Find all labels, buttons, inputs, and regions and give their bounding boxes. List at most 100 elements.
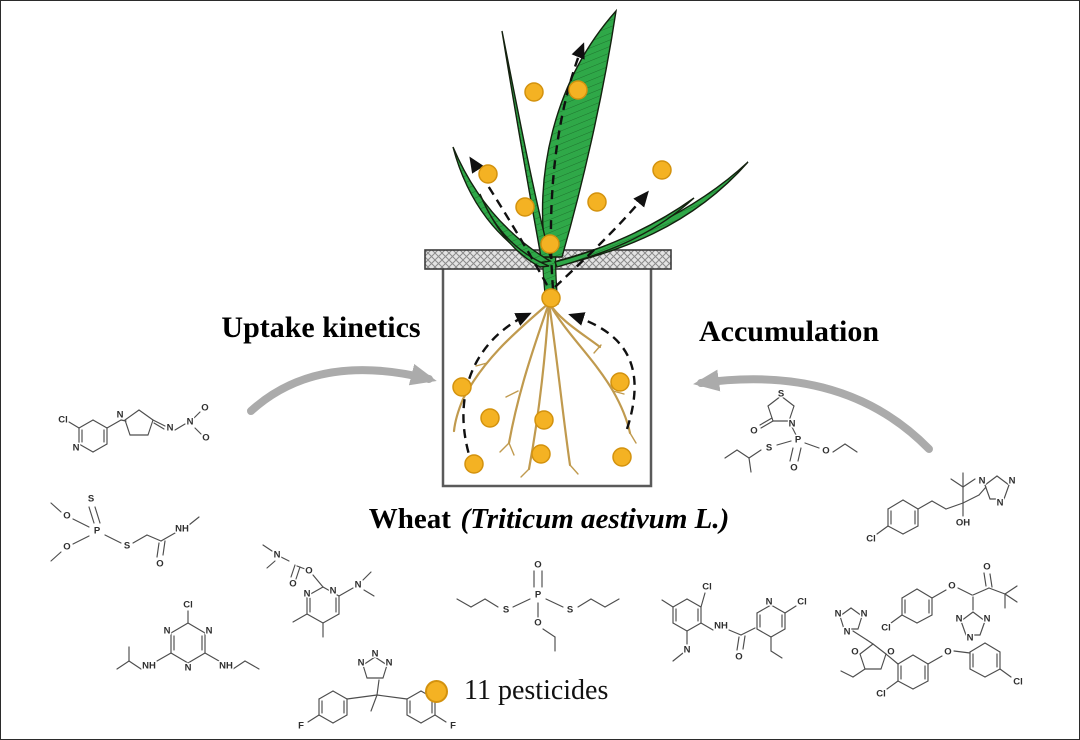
svg-text:Cl: Cl (876, 689, 886, 700)
svg-text:O: O (201, 403, 208, 414)
svg-text:O: O (822, 446, 829, 457)
svg-text:N: N (789, 419, 796, 430)
svg-text:O: O (750, 426, 757, 437)
svg-text:Cl: Cl (183, 600, 193, 611)
svg-text:O: O (948, 581, 955, 592)
svg-text:NH: NH (219, 661, 233, 672)
svg-text:S: S (124, 541, 130, 552)
svg-text:N: N (861, 609, 868, 620)
svg-text:N: N (167, 423, 174, 434)
svg-text:O: O (202, 433, 209, 444)
svg-text:NH: NH (714, 621, 728, 632)
svg-text:N: N (967, 633, 974, 644)
svg-text:O: O (534, 560, 541, 571)
svg-text:N: N (187, 417, 194, 428)
svg-text:O: O (735, 652, 742, 663)
svg-text:N: N (73, 443, 80, 454)
svg-text:N: N (1009, 476, 1016, 487)
svg-text:P: P (795, 435, 802, 446)
pesticide-structure-dimethoate: S O O P S O NH (50, 492, 200, 571)
svg-text:N: N (979, 476, 986, 487)
svg-text:P: P (535, 590, 542, 601)
pesticide-dot (464, 454, 484, 474)
pesticide-dot-icon (425, 679, 448, 703)
svg-text:O: O (156, 559, 163, 570)
svg-text:NH: NH (142, 661, 156, 672)
svg-text:O: O (851, 647, 858, 658)
svg-text:O: O (63, 511, 70, 522)
svg-text:N: N (984, 614, 991, 625)
pesticide-dot (531, 444, 551, 464)
pesticide-dot (524, 82, 544, 102)
svg-text:N: N (304, 589, 311, 600)
svg-text:NH: NH (175, 524, 189, 535)
svg-text:Cl: Cl (866, 534, 876, 545)
pesticide-structure-atrazine: ClN N N NH NH (116, 598, 260, 675)
pesticide-dot (652, 160, 672, 180)
svg-text:N: N (274, 550, 281, 561)
svg-text:P: P (94, 526, 101, 537)
svg-text:N: N (386, 658, 393, 669)
svg-text:O: O (983, 562, 990, 573)
legend: 11 pesticides (425, 675, 608, 707)
svg-text:N: N (358, 658, 365, 669)
svg-text:S: S (567, 605, 573, 616)
svg-text:N: N (372, 649, 379, 660)
svg-text:N: N (766, 597, 773, 608)
svg-text:Cl: Cl (58, 415, 68, 426)
svg-text:N: N (185, 663, 192, 674)
svg-text:N: N (355, 580, 362, 591)
pesticide-dot (478, 164, 498, 184)
svg-text:O: O (534, 618, 541, 629)
svg-text:N: N (206, 626, 213, 637)
svg-text:O: O (305, 566, 312, 577)
uptake-arrow (247, 363, 437, 415)
svg-text:N: N (117, 410, 124, 421)
pesticide-dot (534, 410, 554, 430)
svg-text:S: S (88, 494, 94, 505)
svg-text:N: N (835, 609, 842, 620)
pesticide-dot (540, 234, 560, 254)
wheat-title: Wheat (Triticum aestivum L.) (271, 503, 827, 536)
svg-text:N: N (997, 498, 1004, 509)
wheat-name: Wheat (368, 503, 451, 535)
pesticide-dot (541, 288, 561, 308)
svg-text:N: N (164, 626, 171, 637)
svg-text:Cl: Cl (881, 623, 891, 634)
pesticide-dot (452, 377, 472, 397)
svg-text:S: S (778, 389, 784, 400)
svg-text:Cl: Cl (702, 582, 712, 593)
svg-text:O: O (289, 579, 296, 590)
svg-text:S: S (766, 443, 772, 454)
pesticide-dot (587, 192, 607, 212)
svg-text:O: O (790, 463, 797, 474)
wheat-species-name: (Triticum aestivum L.) (460, 503, 730, 535)
pesticide-dots-layer (452, 80, 672, 474)
pesticide-structure-ethoprophos: O P S S O (456, 558, 620, 652)
svg-text:S: S (503, 605, 509, 616)
svg-text:F: F (450, 721, 456, 732)
svg-text:N: N (844, 627, 851, 638)
svg-text:N: N (956, 614, 963, 625)
svg-text:Cl: Cl (797, 597, 807, 608)
svg-text:N: N (330, 586, 337, 597)
pesticide-dot (610, 372, 630, 392)
svg-text:F: F (298, 721, 304, 732)
svg-text:O: O (944, 647, 951, 658)
svg-text:N: N (684, 645, 691, 656)
legend-label: 11 pesticides (464, 675, 609, 706)
pesticide-dot (568, 80, 588, 100)
svg-text:Cl: Cl (1013, 677, 1023, 688)
svg-text:O: O (887, 647, 894, 658)
svg-text:O: O (63, 542, 70, 553)
pesticide-dot (612, 447, 632, 467)
